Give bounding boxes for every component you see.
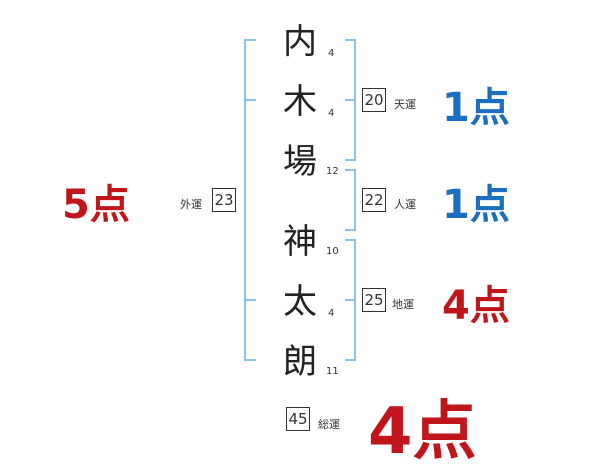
jin-value: 22	[362, 188, 386, 212]
ten-label: 天運	[394, 98, 416, 111]
stroke-count: 11	[326, 366, 339, 377]
chi-label: 地運	[392, 298, 414, 311]
name-char: 朗	[283, 342, 317, 382]
name-char: 内	[283, 22, 317, 62]
gai-label: 外運	[180, 198, 202, 211]
stroke-count: 4	[328, 108, 335, 119]
so-value: 45	[286, 407, 310, 431]
so-label: 総運	[318, 418, 340, 431]
chi-score: 4点	[442, 283, 510, 329]
gai-value: 23	[212, 188, 236, 212]
jin-bracket	[345, 169, 356, 231]
name-char: 場	[283, 142, 317, 182]
ten-value: 20	[362, 88, 386, 112]
stroke-count: 4	[328, 48, 335, 59]
so-score: 4点	[368, 395, 477, 469]
chi-bracket	[345, 239, 356, 361]
chi-value: 25	[362, 288, 386, 312]
ten-score: 1点	[442, 85, 510, 131]
name-char: 神	[283, 222, 317, 262]
stroke-count: 4	[328, 308, 335, 319]
stroke-count: 12	[326, 166, 339, 177]
stroke-count: 10	[326, 246, 339, 257]
jin-score: 1点	[442, 182, 510, 228]
ten-bracket	[345, 39, 356, 161]
name-char: 太	[283, 282, 317, 322]
gai-score: 5点	[62, 182, 130, 228]
outer-bracket	[244, 39, 256, 361]
name-char: 木	[283, 82, 317, 122]
jin-label: 人運	[394, 198, 416, 211]
